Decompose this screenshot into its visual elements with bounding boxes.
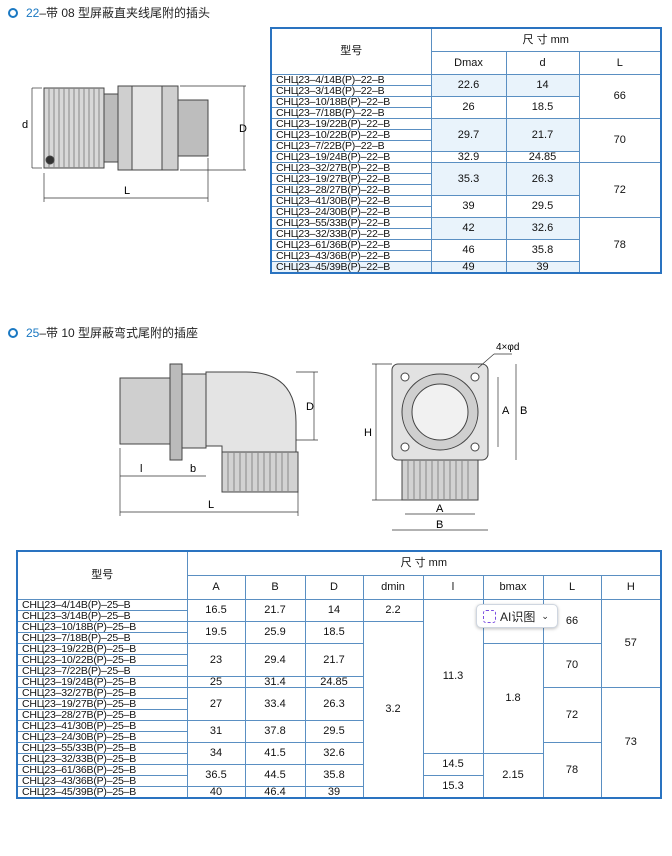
section-1-title: 22–带 08 型屏蔽直夹线尾附的插头 <box>8 4 210 21</box>
table-row: CHЦ23–10/18B(P)–22–B <box>270 95 432 108</box>
table-row: CHЦ23–19/27B(P)–25–B <box>16 697 188 710</box>
table-row: CHЦ23–3/14B(P)–25–B <box>16 609 188 622</box>
table-row: CHЦ23–43/36B(P)–25–B <box>16 774 188 787</box>
table-row: CHЦ23–10/22B(P)–22–B <box>270 128 432 141</box>
col-dmax: Dmax <box>430 50 507 75</box>
header-model: 型号 <box>16 550 188 600</box>
dim-A-label: A <box>502 405 510 417</box>
table-row: CHЦ23–4/14B(P)–25–B <box>16 598 188 611</box>
table-25: 型号尺 寸 mm A B D dmin l bmax L H CHЦ23–4/1… <box>16 550 663 799</box>
table-row: CHЦ23–61/36B(P)–22–B <box>270 238 432 251</box>
col-L: L <box>542 574 602 600</box>
section-2-title: 25–带 10 型屏蔽弯式尾附的插座 <box>8 324 198 341</box>
dim-H-label: H <box>364 427 372 439</box>
dim-l-label: l <box>140 463 142 475</box>
chevron-down-icon: ⌄ <box>541 610 549 621</box>
table-row: CHЦ23–32/33B(P)–22–B <box>270 227 432 240</box>
ai-recognize-button[interactable]: AI识图 ⌄ <box>476 604 558 628</box>
dim-B-bottom-label: B <box>436 519 443 531</box>
table-row: CHЦ23–10/18B(P)–25–B <box>16 620 188 633</box>
table-row: CHЦ23–43/36B(P)–22–B <box>270 249 432 262</box>
table-row: CHЦ23–19/22B(P)–25–B <box>16 642 188 655</box>
table-row: CHЦ23–19/24B(P)–22–B <box>270 150 432 163</box>
header-size: 尺 寸 mm <box>186 550 662 576</box>
table-row: CHЦ23–45/39B(P)–22–B <box>270 260 432 273</box>
table-row: CHЦ23–7/18B(P)–22–B <box>270 106 432 119</box>
table-row: CHЦ23–55/33B(P)–22–B <box>270 216 432 229</box>
table-row: CHЦ23–7/18B(P)–25–B <box>16 631 188 644</box>
bullet-icon <box>8 328 18 338</box>
dim-L-label: L <box>208 499 214 511</box>
receptacle-side-drawing: D l b L <box>119 363 318 516</box>
table-row: CHЦ23–10/22B(P)–25–B <box>16 653 188 666</box>
dim-D-label: D <box>239 123 247 135</box>
header-model: 型号 <box>270 27 432 75</box>
table-row: CHЦ23–61/36B(P)–25–B <box>16 763 188 776</box>
table-row: CHЦ23–4/14B(P)–22–B <box>270 73 432 86</box>
table-row: CHЦ23–24/30B(P)–22–B <box>270 205 432 218</box>
table-row: CHЦ23–45/39B(P)–25–B <box>16 785 188 798</box>
plug-drawing: d D L <box>22 85 247 202</box>
col-d: d <box>505 50 580 75</box>
table-row: CHЦ23–41/30B(P)–22–B <box>270 194 432 207</box>
ai-recognize-label: AI识图 <box>500 609 536 624</box>
table-row: CHЦ23–55/33B(P)–25–B <box>16 741 188 754</box>
dim-b-label: b <box>190 463 196 475</box>
table-row: CHЦ23–41/30B(P)–25–B <box>16 719 188 732</box>
dim-d-label: d <box>22 119 28 131</box>
table-row: CHЦ23–19/22B(P)–22–B <box>270 117 432 130</box>
col-B: B <box>244 574 306 600</box>
table-row: CHЦ23–3/14B(P)–22–B <box>270 84 432 97</box>
col-A: A <box>186 574 246 600</box>
header-size: 尺 寸 mm <box>430 27 662 52</box>
table-row: CHЦ23–7/22B(P)–25–B <box>16 664 188 677</box>
ai-scan-icon <box>483 609 496 623</box>
table-row: CHЦ23–32/33B(P)–25–B <box>16 752 188 765</box>
dim-B-label: B <box>520 405 527 417</box>
table-row: CHЦ23–24/30B(P)–25–B <box>16 730 188 743</box>
col-L: L <box>578 50 662 75</box>
col-bmax: bmax <box>482 574 544 600</box>
col-dmin: dmin <box>362 574 424 600</box>
dim-A-bottom-label: A <box>436 503 444 515</box>
table-row: CHЦ23–28/27B(P)–22–B <box>270 183 432 196</box>
col-D: D <box>304 574 364 600</box>
table-row: CHЦ23–28/27B(P)–25–B <box>16 708 188 721</box>
bullet-icon <box>8 8 18 18</box>
dim-D-label: D <box>306 401 314 413</box>
receptacle-front-drawing: 4×φd H A B A B <box>364 342 527 531</box>
dim-hole-label: 4×φd <box>496 342 519 353</box>
dim-L-label: L <box>124 185 130 197</box>
table-row: CHЦ23–7/22B(P)–22–B <box>270 139 432 152</box>
table-row: CHЦ23–19/24B(P)–25–B <box>16 675 188 688</box>
table-row: CHЦ23–19/27B(P)–22–B <box>270 172 432 185</box>
table-row: CHЦ23–32/27B(P)–22–B <box>270 161 432 174</box>
table-row: CHЦ23–32/27B(P)–25–B <box>16 686 188 699</box>
col-l: l <box>422 574 484 600</box>
col-H: H <box>600 574 662 600</box>
